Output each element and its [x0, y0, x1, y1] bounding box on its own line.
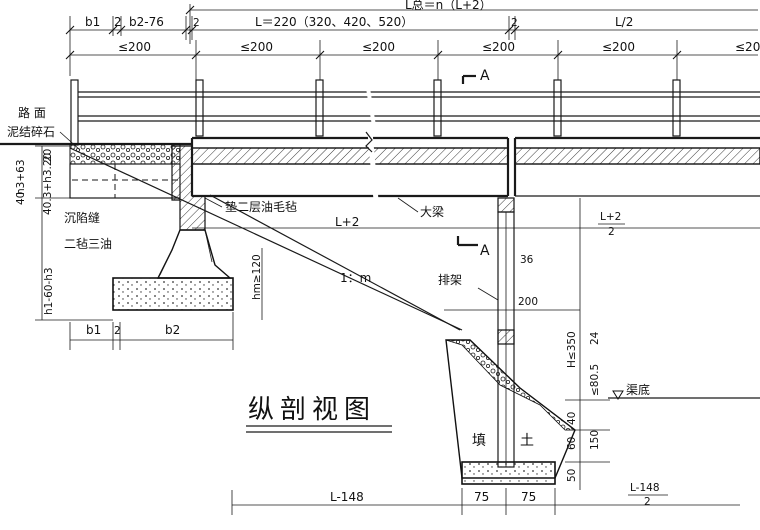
bent-pier [445, 197, 577, 485]
dim-40-left: 40 [15, 192, 27, 205]
dim-h1: h1-60-h3 [43, 267, 55, 315]
dim-40-mid: 40 [566, 412, 578, 425]
dim-40-h3: 40.3+h3.20 [42, 153, 54, 215]
drawing-title: 纵剖视图 [246, 395, 392, 433]
dim-H350: H≤350 [566, 331, 578, 368]
dim-L148-half-den: 2 [644, 496, 651, 508]
post-spacing-4: ≤200 [482, 40, 515, 54]
railing [70, 79, 760, 146]
title-text: 纵剖视图 [248, 395, 376, 425]
deck-beam [190, 131, 760, 201]
dim-75a: 75 [474, 490, 489, 504]
dim-two-a: 2 [114, 15, 122, 29]
settle-joint-label: 沉陷缝 [64, 210, 100, 225]
post-spacing-1: ≤200 [118, 40, 151, 54]
fill-label-b: 土 [520, 433, 534, 449]
dim-two-b: 2 [193, 17, 200, 29]
felt-oil-label: 二毡三油 [64, 237, 112, 251]
dim-20: 20 [42, 149, 54, 162]
section-mark-a-top: A [461, 68, 490, 84]
dim-50: 50 [566, 469, 578, 482]
dim-b2-76: b2-76 [129, 15, 164, 29]
section-a-top-label: A [480, 68, 490, 84]
dim-24: 24 [589, 331, 601, 345]
fill-label-a: 填 [472, 433, 486, 449]
post-spacing-2: ≤200 [240, 40, 273, 54]
dim-75b: 75 [521, 490, 536, 504]
bottom-dims: b1 2 b2 L-148 75 75 L-148 2 [69, 312, 740, 515]
dim-L148-half: L-148 [630, 482, 660, 494]
dim-total: L总＝n（L+2） [405, 0, 492, 12]
section-a-mid-label: A [480, 243, 490, 259]
dim-L2-half-den: 2 [608, 226, 615, 238]
road-surface-label: 路 面 [18, 105, 46, 120]
dim-h3-63: h3+63 [15, 160, 27, 196]
dim-60: 60 [566, 437, 578, 450]
bent-label: 排架 [438, 273, 462, 287]
felt-pad-label: 垫二层油毛毡 [225, 199, 297, 214]
dim-80: ≤80.5 [589, 364, 601, 396]
post-spacing-6: ≤200 [735, 40, 760, 54]
section-mark-a-mid: A [456, 236, 490, 259]
dim-half: L/2 [615, 15, 633, 29]
dim-36: 36 [520, 254, 534, 266]
dim-b1-bottom: b1 [86, 323, 101, 337]
dim-two-bottom: 2 [114, 325, 121, 337]
post-spacing-3: ≤200 [362, 40, 395, 54]
dim-b1-top: b1 [85, 15, 100, 29]
post-spacing-5: ≤200 [602, 40, 635, 54]
dim-two-c: 2 [511, 17, 518, 29]
dim-hm: hm≥120 [251, 254, 263, 300]
dim-200: 200 [518, 296, 538, 308]
dim-150: 150 [589, 430, 601, 450]
road-and-abutment [0, 142, 234, 311]
dim-L148: L-148 [330, 490, 364, 504]
main-beam-label: 大梁 [420, 204, 444, 219]
dim-span: L＝220（320、420、520） [255, 15, 413, 29]
canal-bottom-label: 渠底 [626, 382, 650, 397]
dim-L2-half: L+2 [600, 211, 621, 223]
top-dimension-lines: L总＝n（L+2） b1 2 b2-76 2 L＝220（320、420、520… [65, 0, 760, 80]
dim-L2: L+2 [335, 215, 359, 229]
mud-gravel-label: 泥结碎石 [7, 124, 55, 139]
slope-label: 1：m [340, 271, 371, 285]
dim-b2-bottom: b2 [165, 323, 180, 337]
canal-bottom: 渠底 [608, 382, 760, 400]
mid-dims: L+2 L+2 2 36 200 H≤350 24 ≤80.5 40 60 15… [192, 198, 760, 490]
left-vertical-dims: h3+63 20 40.3+h3.20 40 h1-60-h3 hm≥120 [15, 145, 263, 321]
embankment-slope: 1：m [69, 147, 463, 331]
